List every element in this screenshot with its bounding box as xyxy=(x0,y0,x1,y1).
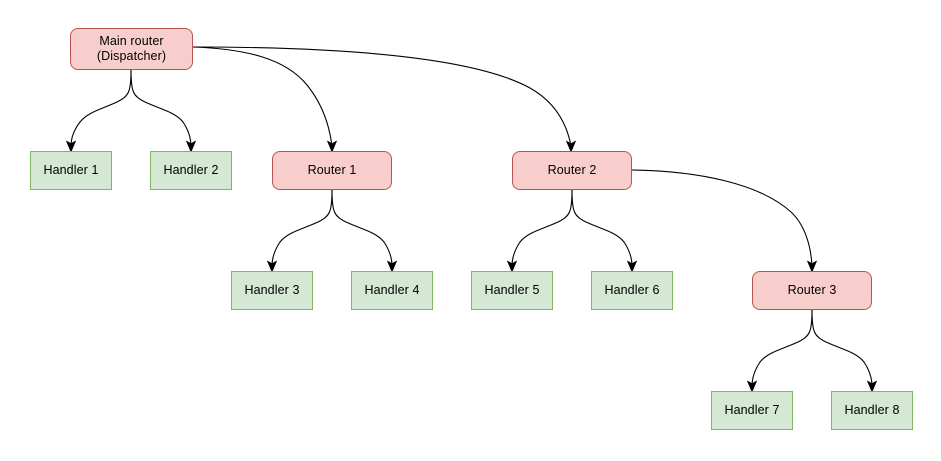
node-handler-1[interactable]: Handler 1 xyxy=(30,151,112,190)
edge-router-1-to-handler-4 xyxy=(331,189,397,273)
node-handler-6[interactable]: Handler 6 xyxy=(591,271,673,310)
node-router-1[interactable]: Router 1 xyxy=(272,151,392,190)
node-handler-4[interactable]: Handler 4 xyxy=(351,271,433,310)
node-handler-8[interactable]: Handler 8 xyxy=(831,391,913,430)
node-main-router[interactable]: Main router (Dispatcher) xyxy=(70,28,193,70)
edge-main-to-router-2 xyxy=(192,46,576,153)
edge-router-3-to-handler-7 xyxy=(747,309,813,393)
edge-router-2-to-handler-5 xyxy=(507,189,573,273)
edge-router-1-to-handler-3 xyxy=(267,189,333,273)
edge-main-to-handler-2 xyxy=(130,69,196,153)
node-handler-7[interactable]: Handler 7 xyxy=(711,391,793,430)
edge-router-2-to-handler-6 xyxy=(571,189,637,273)
edge-main-to-handler-1 xyxy=(66,69,132,153)
node-handler-5[interactable]: Handler 5 xyxy=(471,271,553,310)
edge-main-to-router-1 xyxy=(192,46,337,153)
edge-router-2-to-router-3 xyxy=(631,169,817,273)
node-handler-3[interactable]: Handler 3 xyxy=(231,271,313,310)
edge-router-3-to-handler-8 xyxy=(811,309,877,393)
node-router-3[interactable]: Router 3 xyxy=(752,271,872,310)
node-handler-2[interactable]: Handler 2 xyxy=(150,151,232,190)
node-router-2[interactable]: Router 2 xyxy=(512,151,632,190)
